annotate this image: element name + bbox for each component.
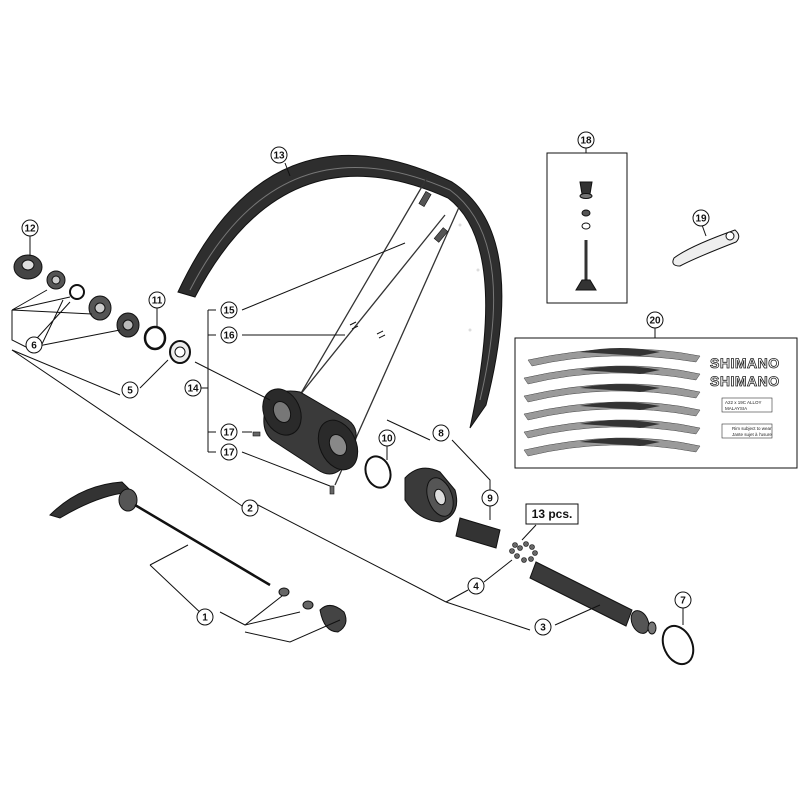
quantity-note-box: 13 pcs. xyxy=(525,503,579,525)
callout-15: 15 xyxy=(220,301,238,319)
callout-label: 8 xyxy=(438,429,444,440)
callout-label: 18 xyxy=(580,136,592,147)
callout-19: 19 xyxy=(692,209,710,227)
callout-13: 13 xyxy=(270,146,288,164)
hub-axle-3 xyxy=(529,561,657,635)
decal-label-4: Jante sujet à l'usure xyxy=(732,432,772,437)
decal-label-2: MALAYSIA xyxy=(725,406,747,411)
cone-nut xyxy=(46,270,66,290)
hub-shell xyxy=(262,388,359,475)
dust-cap-11 xyxy=(143,325,167,351)
freehub-body-8 xyxy=(404,467,458,523)
callout-label: 20 xyxy=(649,316,661,327)
decal-brand-1: SHIMANO xyxy=(710,355,780,371)
callout-label: 1 xyxy=(202,613,208,624)
spoke-wrench xyxy=(672,229,740,267)
rim xyxy=(177,154,503,429)
callout-label: 14 xyxy=(187,384,199,395)
callout-20: 20 xyxy=(646,311,664,329)
callout-label: 10 xyxy=(381,434,393,445)
quick-release-lever xyxy=(49,481,271,587)
spacer-left xyxy=(88,295,112,321)
callout-16: 16 xyxy=(220,326,238,344)
leader-lines xyxy=(11,148,707,643)
spacer-9 xyxy=(455,517,501,549)
callout-14: 14 xyxy=(184,379,202,397)
callout-12: 12 xyxy=(21,219,39,237)
callout-3: 3 xyxy=(534,618,552,636)
callout-17-lower: 17 xyxy=(220,443,238,461)
callout-5: 5 xyxy=(121,381,139,399)
axis-line-left xyxy=(194,361,271,401)
callout-label: 12 xyxy=(24,224,36,235)
callout-label: 7 xyxy=(680,596,686,607)
callout-2: 2 xyxy=(241,499,259,517)
quantity-note: 13 pcs. xyxy=(532,507,573,521)
callout-label: 11 xyxy=(152,296,163,307)
callout-17-upper: 17 xyxy=(220,423,238,441)
callout-label: 9 xyxy=(487,494,493,505)
decal-label-1: A22 x 19C ALLOY xyxy=(725,400,762,405)
quick-release-nut xyxy=(278,587,347,633)
callout-label: 19 xyxy=(695,214,707,225)
lock-ring-5 xyxy=(169,340,191,364)
callout-label: 2 xyxy=(247,504,253,515)
lock-ring-7 xyxy=(661,624,695,666)
callout-label: 17 xyxy=(223,428,235,439)
callout-11: 11 xyxy=(148,291,166,309)
valve-parts-box xyxy=(546,152,628,304)
callout-7: 7 xyxy=(674,591,692,609)
callout-label: 15 xyxy=(223,306,235,317)
spoke-head-pins xyxy=(252,431,335,495)
spoke-nipples xyxy=(418,191,449,243)
decal-set-box: SHIMANO SHIMANO A22 x 19C ALLOY MALAYSIA… xyxy=(514,337,798,469)
callout-10: 10 xyxy=(378,429,396,447)
o-ring-10 xyxy=(364,455,392,489)
callout-1: 1 xyxy=(196,608,214,626)
callout-6: 6 xyxy=(25,336,43,354)
callout-label: 6 xyxy=(31,341,37,352)
callout-label: 17 xyxy=(223,448,235,459)
callout-label: 13 xyxy=(273,151,285,162)
decal-brand-2: SHIMANO xyxy=(710,373,780,389)
washer-left xyxy=(69,284,85,300)
callout-8: 8 xyxy=(432,424,450,442)
callout-label: 5 xyxy=(127,386,133,397)
callout-18: 18 xyxy=(577,131,595,149)
lock-nut-12 xyxy=(13,254,43,280)
callout-4: 4 xyxy=(467,577,485,595)
callout-label: 3 xyxy=(540,623,546,634)
callout-9: 9 xyxy=(481,489,499,507)
steel-ball-4 xyxy=(509,541,538,563)
spoke-break-marks xyxy=(349,321,386,339)
callout-label: 4 xyxy=(473,582,479,593)
callout-label: 16 xyxy=(223,331,235,342)
bearing-left xyxy=(116,312,140,338)
decal-label-3: Rim subject to wear xyxy=(732,426,772,431)
